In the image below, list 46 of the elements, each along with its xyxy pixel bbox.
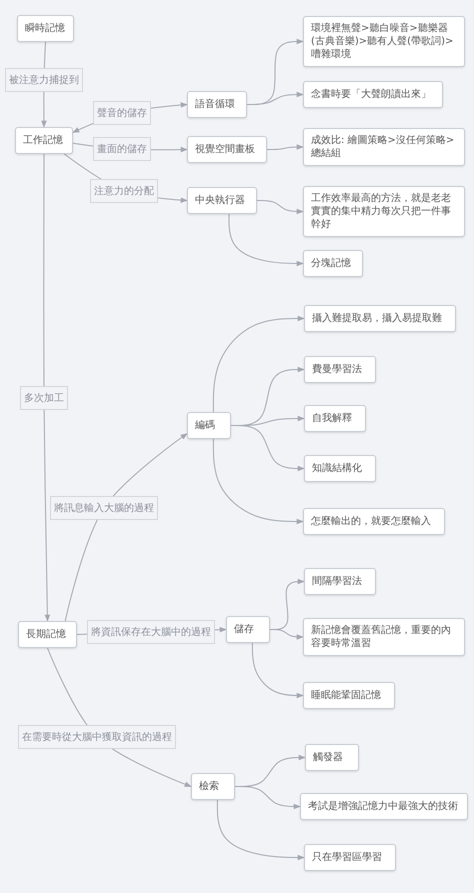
text-box: 知識結構化 — [304, 455, 376, 482]
arrow — [64, 433, 188, 622]
arrow — [212, 438, 304, 524]
edge-label: 被注意力捕捉到 — [5, 68, 83, 92]
arrow — [270, 629, 304, 640]
text-box: 成效比: 繪圖策略>沒任何策略>總結組 — [303, 128, 465, 166]
text-box: 工作效率最高的方法，就是老老實實的集中精力每次只把一件事幹好 — [303, 186, 465, 237]
text-box: 瞬時記憶 — [17, 15, 74, 42]
text-box: 攝入難提取易，攝入易提取難 — [304, 305, 456, 332]
arrow — [216, 800, 305, 860]
arrow — [43, 154, 50, 622]
text-box: 編碼 — [187, 412, 231, 439]
arrow — [212, 316, 305, 412]
edge-label: 畫面的儲存 — [93, 137, 151, 161]
arrow — [246, 92, 304, 105]
edge-label: 聲音的儲存 — [93, 101, 151, 125]
text-box: 間隔學習法 — [304, 568, 376, 595]
edge-label: 注意力的分配 — [90, 179, 158, 203]
text-box: 語音循環 — [187, 91, 247, 118]
edge-label: 將資訊保存在大腦中的過程 — [87, 620, 215, 644]
arrow — [228, 214, 304, 266]
arrow — [252, 642, 304, 698]
edge-label: 將訊息輸入大腦的過程 — [50, 496, 158, 520]
arrow — [230, 425, 305, 472]
text-box: 分塊記憶 — [303, 250, 363, 277]
text-box: 檢索 — [191, 773, 235, 800]
text-box: 怎麼輸出的，就要怎麼輸入 — [303, 508, 445, 535]
text-box: 自我解釋 — [304, 405, 366, 432]
text-box: 環境裡無聲>聽白噪音>聽樂器(古典音樂)>聽有人聲(帶歌詞)>嘈雜環境 — [303, 16, 465, 67]
text-box: 費曼學習法 — [304, 356, 376, 383]
text-box: 只在學習區學習 — [304, 844, 396, 871]
arrow — [266, 144, 304, 150]
text-box: 睡眠能鞏固記憶 — [303, 682, 395, 709]
text-box: 念書時要「大聲朗讀出來」 — [303, 81, 443, 108]
edge-label: 多次加工 — [20, 386, 68, 410]
arrow — [256, 200, 304, 214]
text-box: 考試是增強記憶力中最強大的技術 — [300, 793, 468, 820]
text-box: 觸發器 — [305, 744, 359, 771]
text-box: 工作記憶 — [15, 127, 73, 154]
arrow — [234, 786, 301, 810]
text-box: 長期記憶 — [18, 621, 77, 648]
text-box: 中央執行器 — [187, 187, 257, 214]
text-box: 儲存 — [226, 616, 270, 643]
text-box: 視覺空間畫板 — [187, 136, 267, 163]
text-box: 新記憶會覆蓋舊記憶，重要的內容要時常溫習 — [303, 618, 465, 656]
edge-label: 在需要時從大腦中獲取資訊的過程 — [18, 725, 176, 749]
